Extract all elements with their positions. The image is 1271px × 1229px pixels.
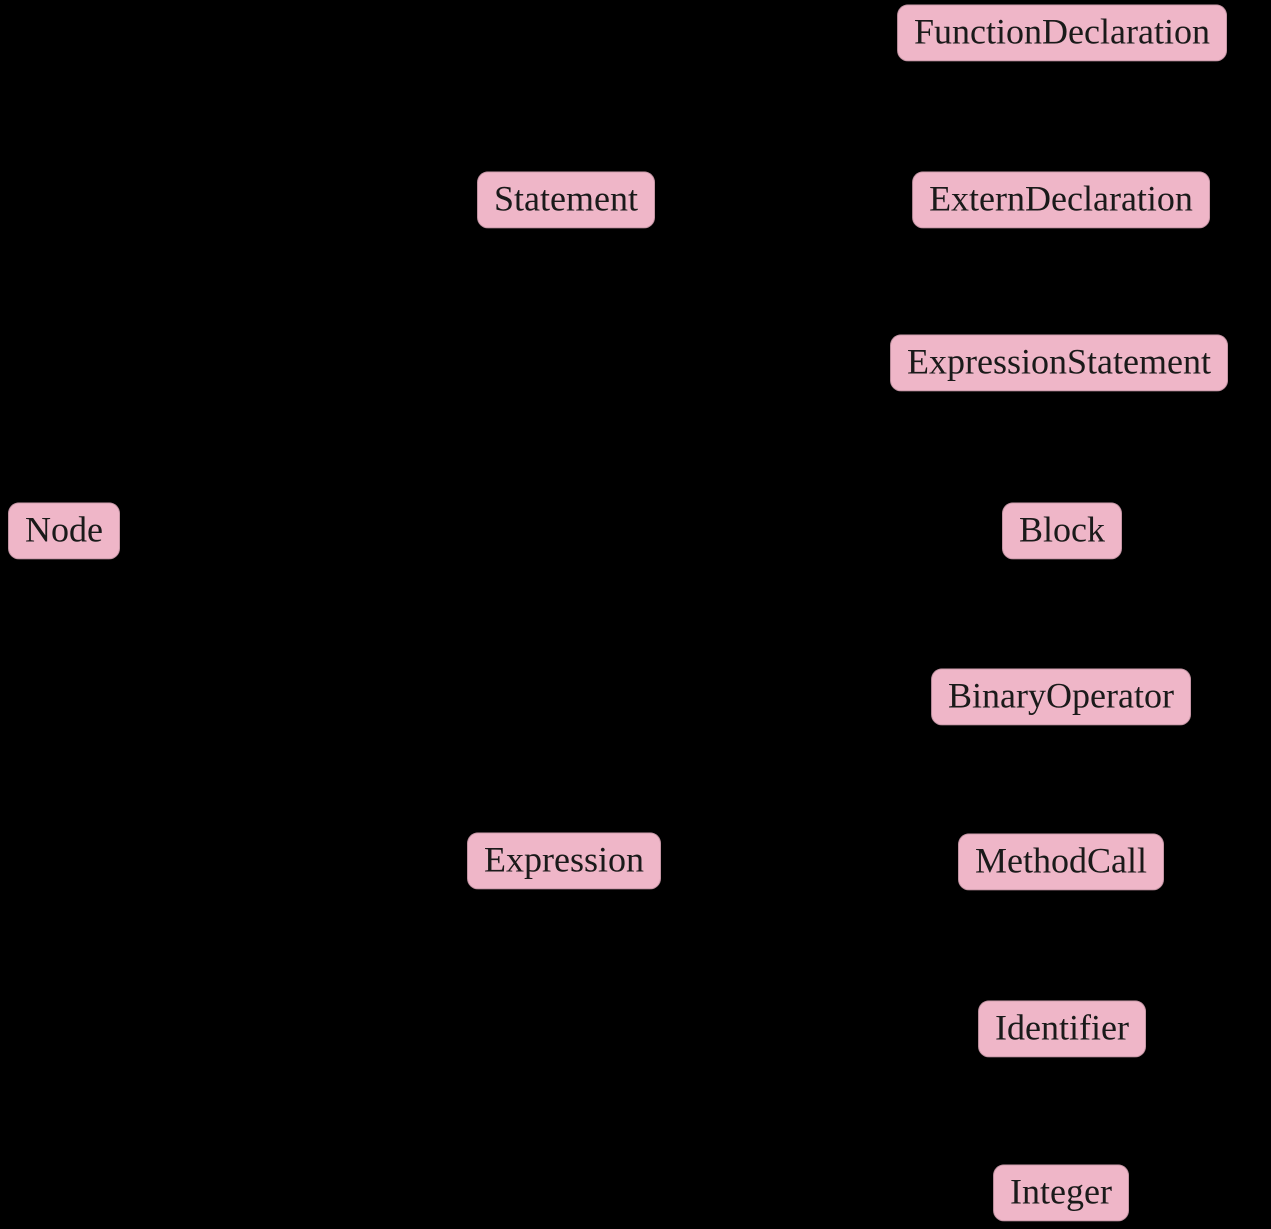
diagram-node-binary-operator: BinaryOperator: [931, 668, 1191, 726]
diagram-node-statement: Statement: [477, 171, 655, 229]
diagram-node-identifier: Identifier: [978, 1000, 1146, 1058]
diagram-node-block: Block: [1002, 502, 1122, 560]
diagram-node-expression: Expression: [467, 832, 661, 890]
diagram-node-node: Node: [8, 502, 120, 560]
diagram-node-function-declaration: FunctionDeclaration: [897, 4, 1227, 62]
diagram-node-extern-declaration: ExternDeclaration: [912, 171, 1210, 229]
diagram-node-method-call: MethodCall: [958, 833, 1164, 891]
diagram-node-expression-statement: ExpressionStatement: [890, 334, 1228, 392]
diagram-node-integer: Integer: [993, 1164, 1129, 1222]
